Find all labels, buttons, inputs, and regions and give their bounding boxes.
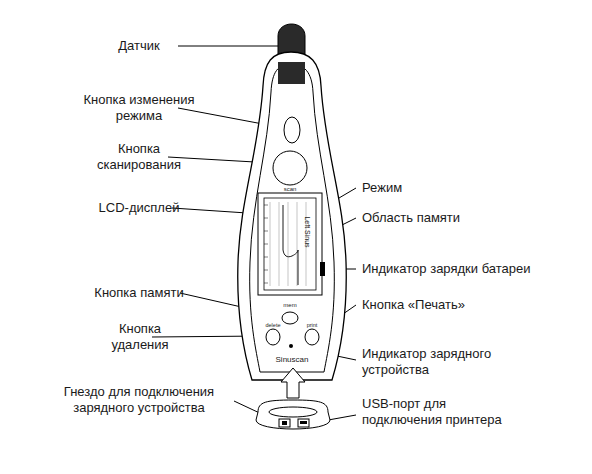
charger-socket-pin: [282, 421, 287, 425]
scale-tick: [264, 244, 268, 245]
lcd-curve: [283, 205, 298, 285]
usb-port: [298, 419, 309, 427]
device-marking: mem: [278, 302, 302, 308]
scale-tick: [264, 205, 268, 206]
grid-line: [279, 202, 280, 286]
device-marking: delete: [259, 323, 287, 329]
lcd-grid: [264, 202, 306, 286]
scale-tick: [264, 270, 268, 271]
charger-socket: [279, 419, 290, 427]
device-marking: scan: [276, 186, 304, 192]
device-housing: [238, 52, 347, 380]
usb-port-contact: [300, 421, 307, 424]
device-marking: print: [299, 323, 325, 329]
leader-line: [178, 46, 279, 47]
delete-button: [266, 329, 280, 345]
device-marking: Sinuscan: [262, 356, 322, 364]
callout-label: Кнопка сканирования: [76, 141, 202, 173]
sensor-base: [278, 62, 305, 84]
insertion-arrow: [281, 368, 305, 398]
cap-recess: [269, 407, 317, 417]
grid-line: [288, 202, 289, 286]
callout-label: Гнездо для подключения зарядного устройс…: [42, 384, 236, 416]
lcd-frame: [258, 193, 322, 295]
charger-indicator: [289, 344, 293, 348]
bottom-cap: [256, 400, 330, 429]
callout-label: Кнопка удаления: [90, 321, 190, 353]
lcd-mode-text: Left Sinus: [304, 216, 311, 247]
lcd-display: [264, 198, 316, 290]
scale-tick: [264, 231, 268, 232]
grid-line: [270, 202, 271, 286]
callout-label: Индикатор зарядки батареи: [362, 261, 577, 277]
callout-label: Датчик: [74, 38, 204, 54]
scan-button: [273, 151, 307, 185]
print-button: [305, 329, 319, 345]
scale-tick: [264, 283, 268, 284]
callout-label: Кнопка «Печать»: [362, 297, 562, 313]
scale-tick: [264, 257, 268, 258]
callout-label: Кнопка изменения режима: [76, 92, 202, 124]
callout-label: Кнопка памяти: [64, 285, 214, 301]
grid-line: [297, 202, 298, 286]
mode-button: [284, 117, 300, 143]
memory-button: [282, 312, 298, 324]
callout-label: Индикатор зарядного устройства: [362, 346, 512, 378]
battery-indicator: [320, 262, 325, 276]
callout-label: LCD-дисплей: [74, 200, 204, 216]
callout-label: Режим: [362, 180, 522, 196]
housing-inner-contour: [250, 64, 335, 372]
callout-label: USB-порт для подключения принтера: [362, 396, 517, 428]
callout-label: Область памяти: [362, 210, 562, 226]
scale-tick: [264, 218, 268, 219]
